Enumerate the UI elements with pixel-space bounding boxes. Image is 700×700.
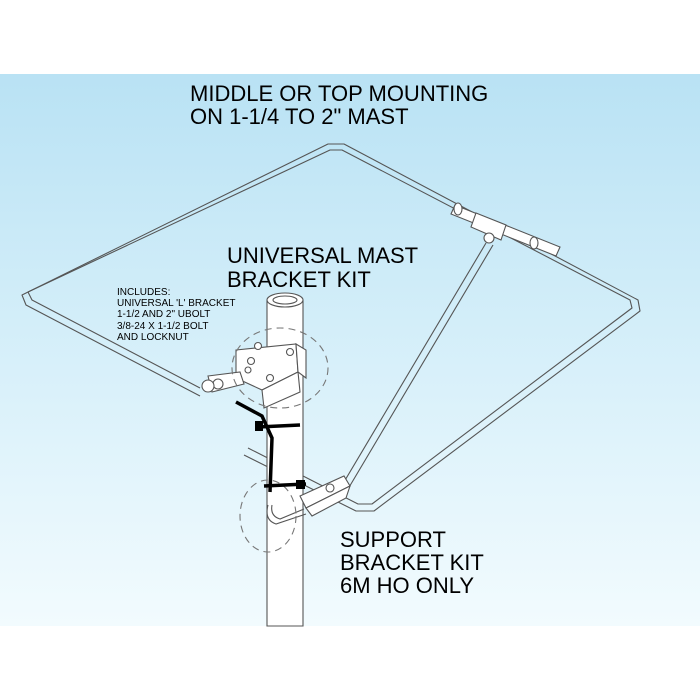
boom-tube bbox=[450, 202, 561, 257]
title-label: MIDDLE OR TOP MOUNTING ON 1-1/4 TO 2" MA… bbox=[190, 82, 488, 128]
support-line-2: BRACKET KIT bbox=[340, 550, 484, 575]
support-line-3: 6M HO ONLY bbox=[340, 573, 475, 598]
title-line-2: ON 1-1/4 TO 2" MAST bbox=[190, 104, 409, 129]
includes-note: INCLUDES: UNIVERSAL 'L' BRACKET 1-1/2 AN… bbox=[117, 287, 235, 343]
includes-line-4: 3/8-24 X 1-1/2 BOLT bbox=[117, 320, 209, 332]
callout-ticks bbox=[255, 421, 305, 489]
support-strut bbox=[340, 242, 494, 490]
includes-line-1: INCLUDES: bbox=[117, 287, 171, 298]
title-line-1: MIDDLE OR TOP MOUNTING bbox=[190, 81, 489, 106]
mast-bracket bbox=[201, 341, 307, 409]
includes-line-5: AND LOCKNUT bbox=[117, 331, 189, 343]
mast-bracket-line-2: BRACKET KIT bbox=[227, 267, 371, 292]
includes-line-3: 1-1/2 AND 2" UBOLT bbox=[117, 309, 211, 321]
mast-bracket-line-1: UNIVERSAL MAST bbox=[227, 243, 419, 268]
includes-line-2: UNIVERSAL 'L' BRACKET bbox=[117, 298, 236, 310]
support-line-1: SUPPORT bbox=[340, 527, 446, 552]
mast-bracket-label: UNIVERSAL MAST BRACKET KIT bbox=[227, 244, 418, 292]
background-panel bbox=[0, 74, 700, 626]
support-bracket-label: SUPPORT BRACKET KIT 6M HO ONLY bbox=[340, 528, 484, 597]
mast-bracket-detail-ring bbox=[231, 327, 329, 409]
support-bracket bbox=[266, 475, 351, 525]
support-bracket-detail-ring bbox=[239, 479, 297, 553]
antenna-loop bbox=[21, 143, 641, 512]
